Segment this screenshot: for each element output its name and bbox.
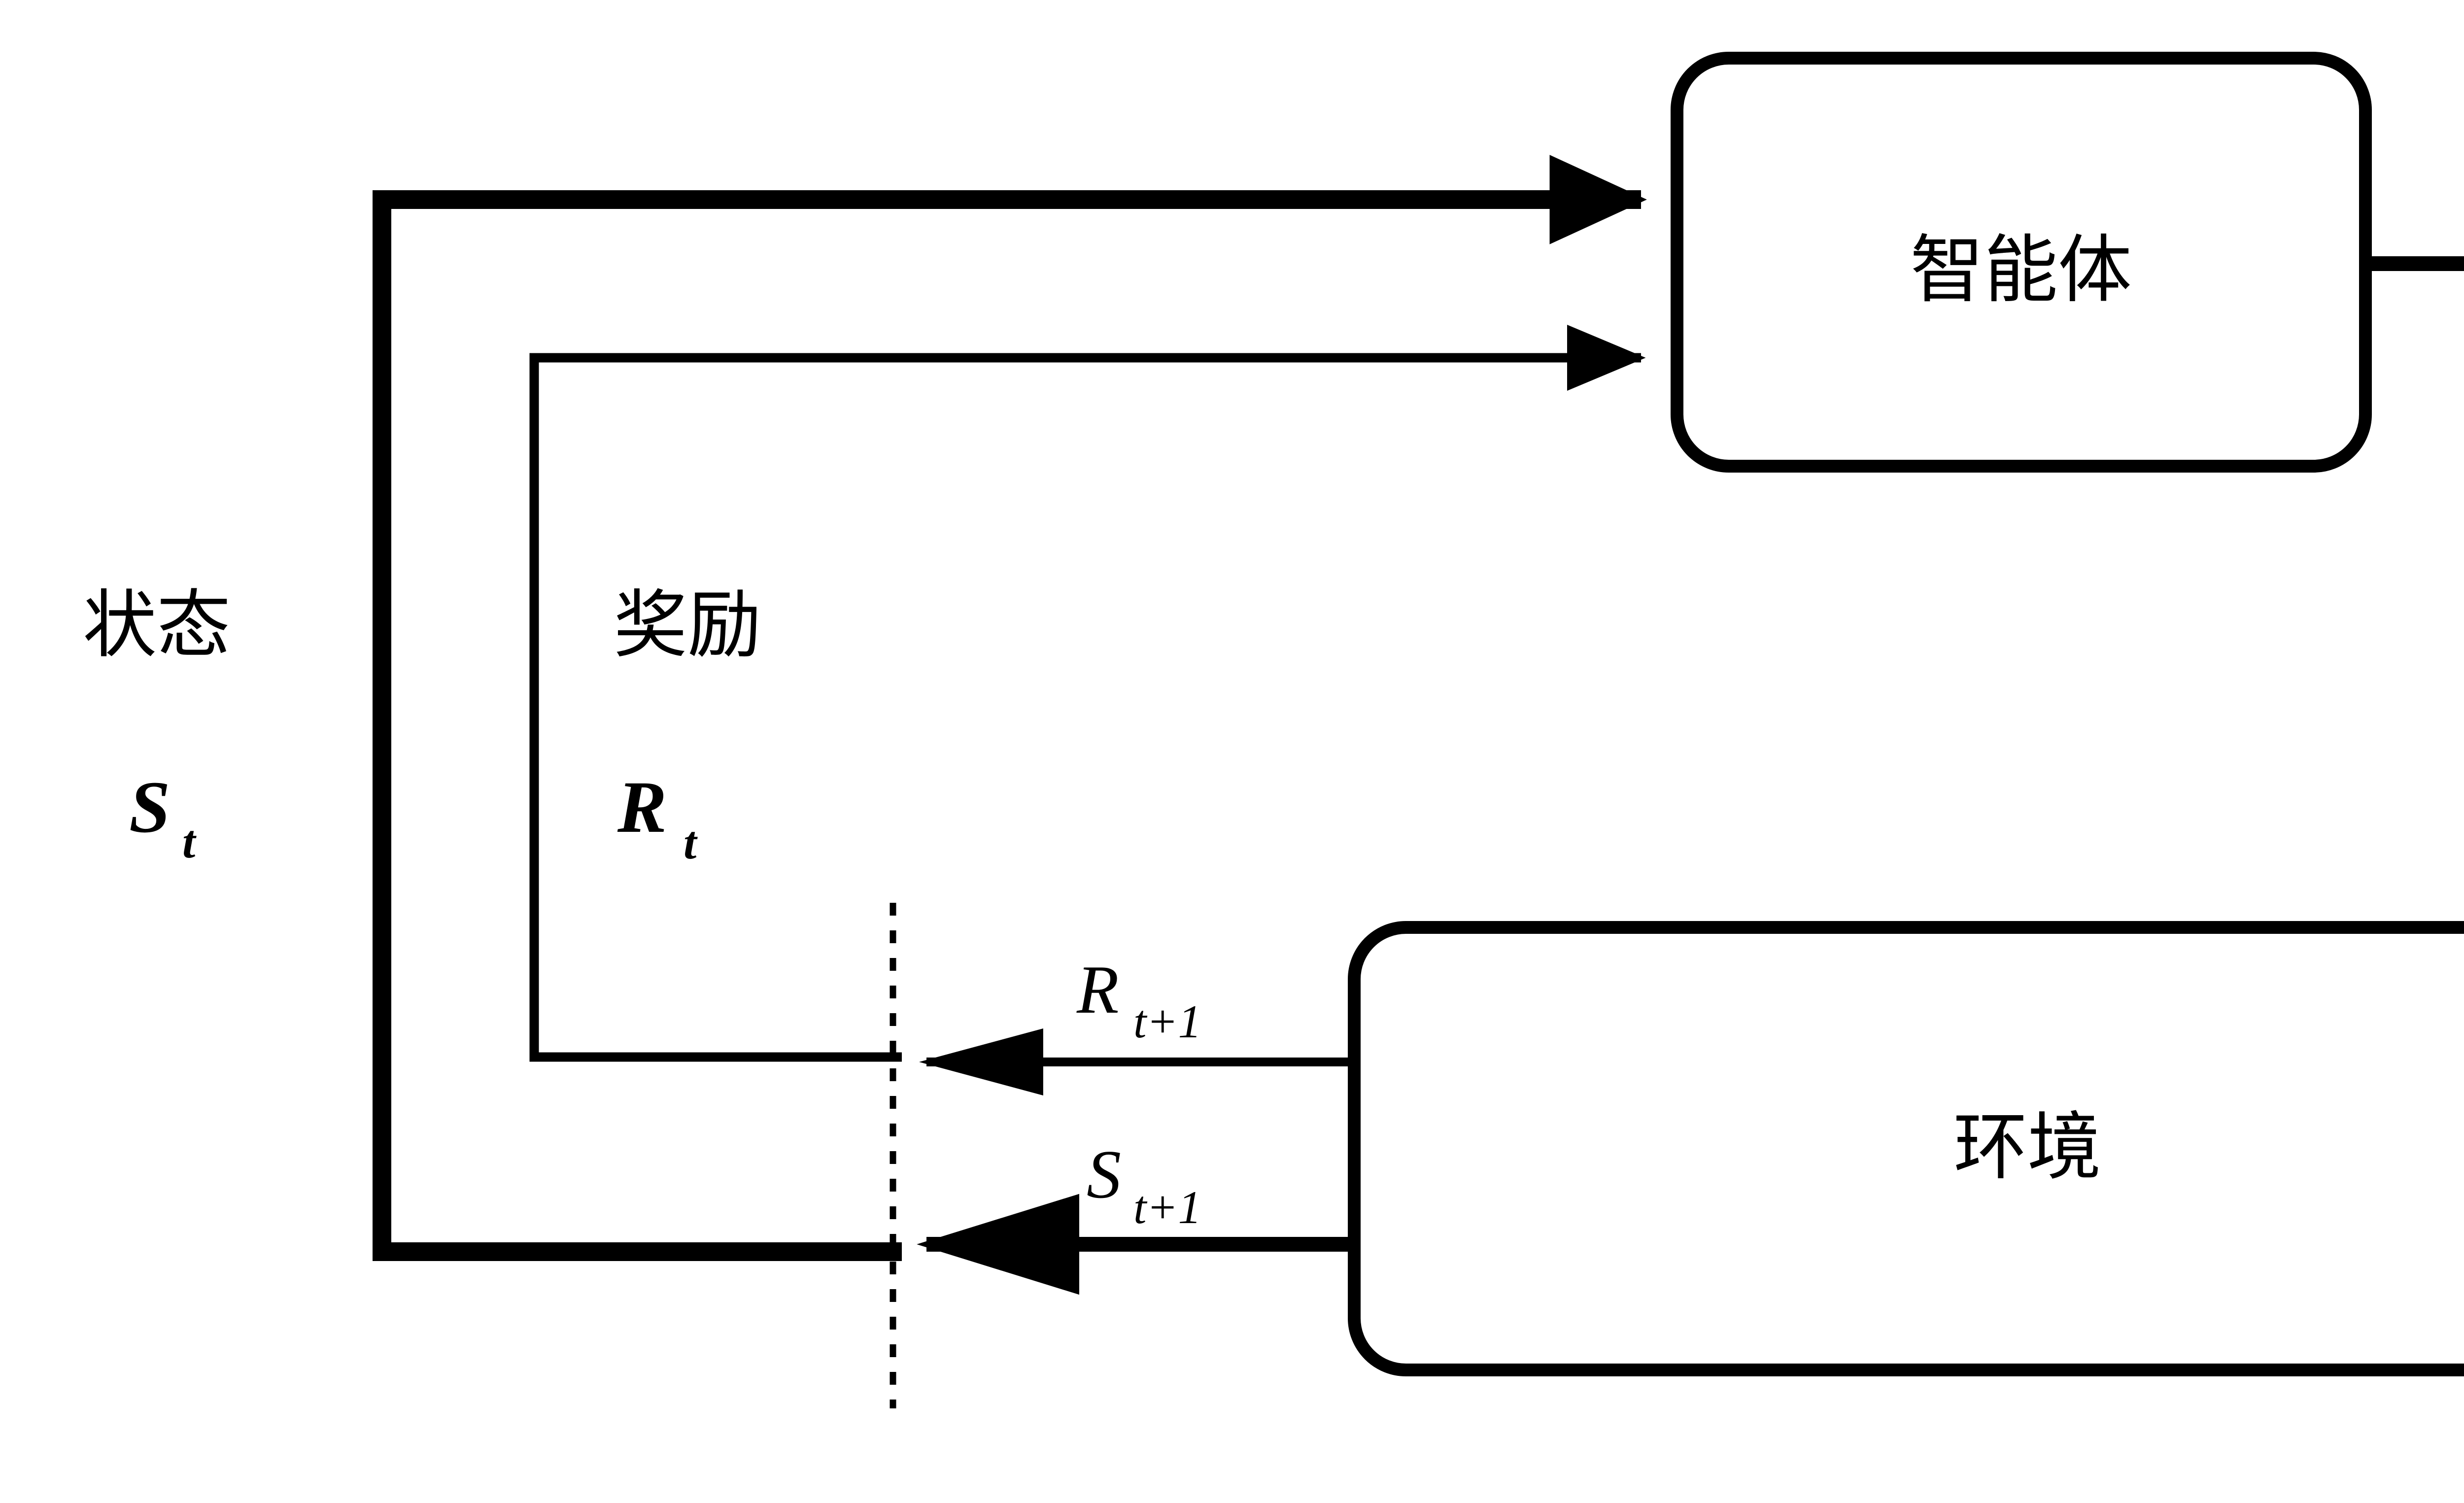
- reward-label-group: 奖励 R t: [614, 585, 761, 869]
- reward-subscript: t: [684, 817, 698, 869]
- state-label-group: 状态 S t: [83, 585, 231, 868]
- state-symbol: S: [129, 766, 170, 848]
- agent-box[interactable]: [1671, 52, 2372, 473]
- environment-label: 环境: [1953, 1107, 2101, 1189]
- next-state-label-group: S t+1: [1087, 1136, 1201, 1233]
- agent-label: 智能体: [1910, 230, 2132, 311]
- next-reward-symbol: R: [1076, 952, 1119, 1028]
- next-reward-subscript: t+1: [1133, 995, 1201, 1048]
- reward-arrow-line: [529, 324, 1646, 1062]
- next-state-subscript: t+1: [1133, 1181, 1201, 1233]
- state-label-cjk: 状态: [83, 585, 231, 667]
- reward-label-cjk: 奖励: [614, 585, 761, 667]
- next-reward-label-group: R t+1: [1076, 952, 1201, 1048]
- reward-feedback-path: [529, 324, 1646, 1062]
- reward-symbol: R: [617, 766, 667, 848]
- state-arrow-line: [373, 155, 1647, 1261]
- environment-box[interactable]: [1348, 921, 2464, 1376]
- state-feedback-path: [373, 155, 1647, 1261]
- environment-node[interactable]: 环境: [1348, 921, 2464, 1376]
- agent-node[interactable]: 智能体: [1671, 52, 2372, 473]
- next-state-symbol: S: [1087, 1136, 1121, 1213]
- state-subscript: t: [182, 816, 197, 868]
